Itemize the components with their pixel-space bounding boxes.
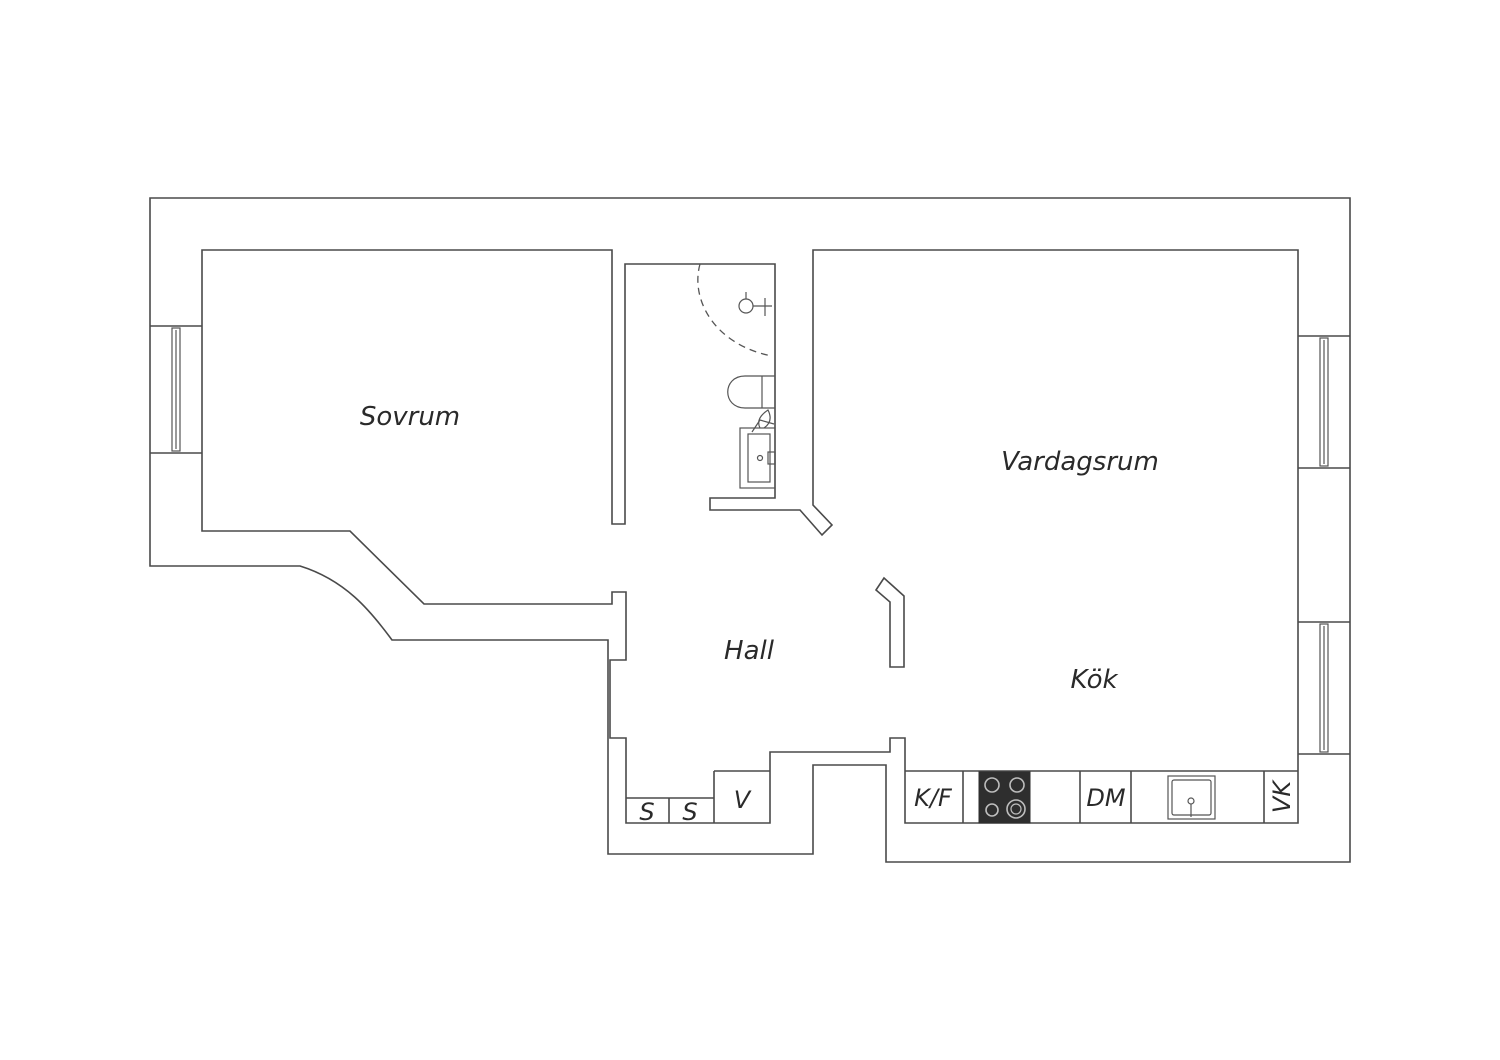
- closet-label-s2: S: [682, 798, 697, 826]
- room-label-vardagsrum: Vardagsrum: [1001, 447, 1159, 477]
- partition-wall: [874, 576, 905, 668]
- kitchen-counter: [905, 770, 1298, 823]
- closet-label-v: V: [734, 786, 752, 814]
- kitchen-label-dm: DM: [1086, 784, 1125, 812]
- closet-row: [626, 770, 770, 823]
- shower-area: [697, 263, 773, 357]
- window-right-lower: [1298, 621, 1350, 755]
- window-right-upper: [1298, 335, 1350, 469]
- closet-label-s1: S: [639, 798, 654, 826]
- kitchen-label-vk: VK: [1268, 779, 1296, 813]
- kitchen-label-kf: K/F: [914, 784, 953, 812]
- shower-icon: [738, 292, 772, 316]
- outer-walls: [149, 197, 1351, 863]
- kitchen-sink-icon: [1167, 775, 1216, 820]
- room-label-kok: Kök: [1070, 665, 1118, 695]
- toilet-icon: [727, 375, 775, 409]
- stove-icon: [978, 771, 1031, 824]
- washbasin-icon: [739, 409, 776, 489]
- shower-curtain-arc: [697, 263, 773, 357]
- window-left: [150, 325, 202, 454]
- room-label-hall: Hall: [724, 636, 775, 666]
- room-label-sovrum: Sovrum: [360, 402, 460, 432]
